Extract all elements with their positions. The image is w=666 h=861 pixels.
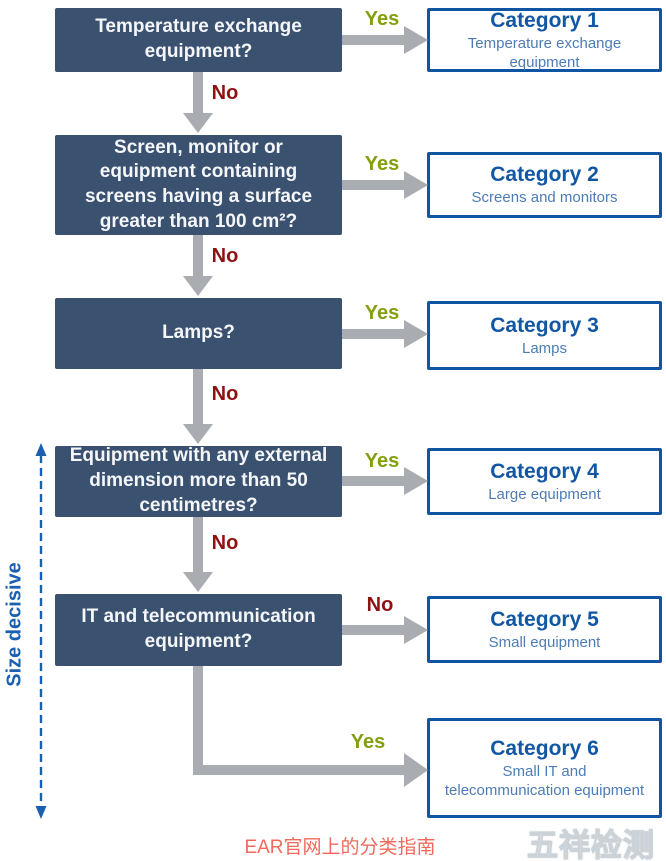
category-title: Category 5 xyxy=(490,607,599,631)
arrow-head xyxy=(404,753,428,787)
question-box-it-telecom: IT and telecommunication equipment? xyxy=(55,594,342,666)
yes-label-row4: Yes xyxy=(364,450,400,472)
arrow-shaft xyxy=(342,329,405,339)
category-box-2: Category 2 Screens and monitors xyxy=(427,152,662,218)
watermark-text: 五祥检测 xyxy=(526,827,655,861)
arrow-shaft xyxy=(193,765,404,775)
yes-label-row2: Yes xyxy=(364,153,400,175)
no-label-row2: No xyxy=(211,245,239,267)
question-text: Equipment with any external dimension mo… xyxy=(69,445,328,516)
question-box-lamps: Lamps? xyxy=(55,298,342,369)
arrow-head xyxy=(404,26,428,54)
question-text: Lamps? xyxy=(162,322,235,344)
arrow-shaft xyxy=(193,666,203,775)
category-title: Category 2 xyxy=(490,163,599,187)
arrow-shaft xyxy=(193,72,203,113)
category-subtitle: Temperature exchange equipment xyxy=(467,34,622,71)
question-box-temperature: Temperature exchange equipment? xyxy=(55,8,342,72)
category-title: Category 4 xyxy=(490,459,599,483)
arrow-shaft xyxy=(342,180,405,190)
arrow-head xyxy=(404,171,428,199)
no-label-row4: No xyxy=(211,532,239,554)
no-label-row1: No xyxy=(211,82,239,104)
category-box-4: Category 4 Large equipment xyxy=(427,448,662,515)
category-title: Category 3 xyxy=(490,313,599,337)
caption-text: EAR官网上的分类指南 xyxy=(244,837,436,858)
category-box-1: Category 1 Temperature exchange equipmen… xyxy=(427,8,662,72)
category-title: Category 1 xyxy=(490,8,599,32)
question-box-screens: Screen, monitor or equipment containing … xyxy=(55,135,342,235)
arrow-head xyxy=(183,424,213,444)
yes-label-row6: Yes xyxy=(350,731,386,753)
category-box-3: Category 3 Lamps xyxy=(427,301,662,370)
arrow-head xyxy=(404,320,428,348)
category-subtitle: Large equipment xyxy=(488,485,601,503)
no-label-row3: No xyxy=(211,383,239,405)
arrow-shaft xyxy=(342,625,405,635)
category-subtitle: Small equipment xyxy=(488,633,601,651)
arrow-head xyxy=(404,467,428,495)
category-title: Category 6 xyxy=(490,736,599,760)
category-box-6: Category 6 Small IT and telecommunicatio… xyxy=(427,718,662,818)
arrow-head xyxy=(183,572,213,592)
arrow-shaft xyxy=(193,235,203,276)
question-text: Temperature exchange equipment? xyxy=(95,16,302,62)
arrow-head xyxy=(183,113,213,133)
yes-label-row3: Yes xyxy=(364,302,400,324)
arrow-shaft xyxy=(193,517,203,572)
question-box-dimension: Equipment with any external dimension mo… xyxy=(55,445,342,517)
category-subtitle: Screens and monitors xyxy=(471,189,618,207)
category-subtitle: Lamps xyxy=(521,339,568,357)
arrow-head xyxy=(404,616,428,644)
arrow-shaft xyxy=(342,35,405,45)
category-box-5: Category 5 Small equipment xyxy=(427,596,662,663)
arrow-head xyxy=(183,276,213,296)
size-decisive-label: Size decisive xyxy=(3,562,26,687)
question-text: IT and telecommunication equipment? xyxy=(81,606,316,652)
no-label-row5: No xyxy=(366,594,394,616)
yes-label-row1: Yes xyxy=(364,8,400,30)
arrow-shaft xyxy=(342,476,405,486)
question-text: Screen, monitor or equipment containing … xyxy=(84,136,313,232)
category-subtitle: Small IT and telecommunication equipment xyxy=(444,762,645,799)
arrow-shaft xyxy=(193,369,203,424)
size-range-dashed-arrow-icon xyxy=(35,443,47,819)
